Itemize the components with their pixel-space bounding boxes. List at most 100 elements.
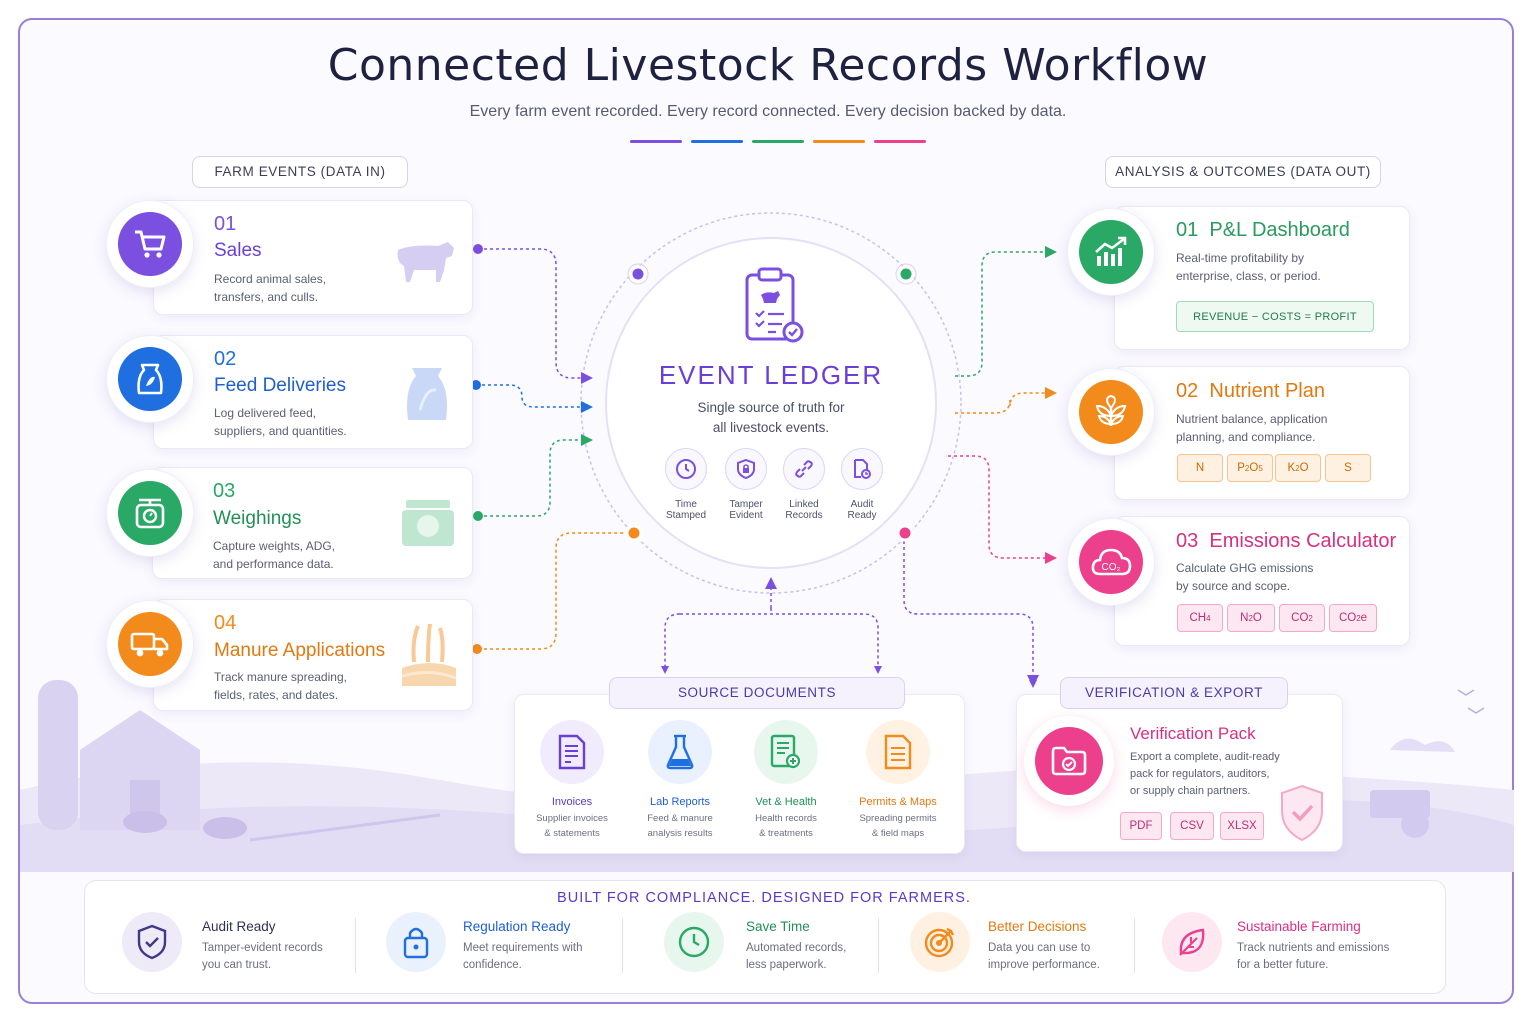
output-heading: 01 P&L Dashboard [1176, 219, 1350, 241]
divider-blue [691, 140, 743, 143]
leaf-icon [1095, 394, 1127, 426]
audit-file-icon [854, 459, 871, 479]
padlock-icon [403, 927, 429, 959]
inputs-section-label: FARM EVENTS (DATA IN) [192, 156, 408, 188]
permit-icon [884, 734, 912, 770]
page-title: Connected Livestock Records Workflow [327, 40, 1209, 91]
input-desc: Record animal sales,transfers, and culls… [214, 272, 327, 304]
divider-pink [874, 140, 926, 143]
pl-icon-badge [1067, 208, 1155, 296]
divider-green [752, 140, 804, 143]
doc-invoices[interactable]: Invoices Supplier invoices& statements [524, 720, 620, 841]
input-desc: Track manure spreading,fields, rates, an… [214, 670, 347, 702]
clipboard-icon [745, 267, 804, 343]
output-heading: 03 Emissions Calculator [1176, 530, 1397, 552]
nutrient-icon-badge [1067, 368, 1155, 456]
clock-icon [678, 926, 710, 958]
chart-up-icon [1095, 236, 1127, 266]
benefits-bar [84, 880, 1446, 994]
benefit-title: Sustainable Farming [1237, 919, 1361, 934]
divider-orange [813, 140, 865, 143]
format-chip-xlsx[interactable]: XLSX [1220, 812, 1264, 840]
input-number: 02 [214, 348, 237, 370]
leaf-icon [1179, 928, 1205, 956]
source-docs-label: SOURCE DOCUMENTS [609, 677, 905, 709]
flask-icon [666, 734, 694, 770]
invoice-icon [558, 734, 586, 770]
feed-icon-badge [106, 335, 194, 423]
folder-check-icon [1051, 746, 1087, 776]
sales-icon-badge [106, 200, 194, 288]
benefit-title: Save Time [746, 919, 810, 934]
input-title: Sales [214, 240, 262, 261]
input-desc: Capture weights, ADG,and performance dat… [213, 539, 336, 571]
benefit-divider [1134, 918, 1135, 973]
verification-title: Verification Pack [1130, 724, 1256, 743]
truck-icon [130, 632, 169, 657]
benefit-divider [878, 918, 879, 973]
input-number: 01 [214, 213, 237, 235]
shield-check-watermark-icon [1281, 784, 1323, 842]
format-chip-pdf[interactable]: PDF [1120, 812, 1162, 840]
doc-vet-health[interactable]: Vet & Health Health records& treatments [738, 720, 834, 841]
benefit-divider [622, 918, 623, 973]
target-icon [924, 927, 955, 958]
ledger-title: EVENT LEDGER [658, 360, 884, 390]
format-chip-csv[interactable]: CSV [1170, 812, 1214, 840]
svg-text:CO₂: CO₂ [1102, 562, 1121, 573]
weighings-icon-badge [106, 469, 194, 557]
output-heading: 02 Nutrient Plan [1176, 380, 1325, 402]
scale-icon [135, 498, 165, 529]
benefit-desc: Automated records,less paperwork. [746, 942, 847, 971]
benefits-headline: BUILT FOR COMPLIANCE. DESIGNED FOR FARME… [557, 890, 971, 906]
input-desc: Log delivered feed,suppliers, and quanti… [214, 406, 347, 438]
regulation-ready-badge [386, 912, 446, 972]
page-subtitle: Every farm event recorded. Every record … [469, 103, 1067, 120]
link-icon [795, 460, 813, 478]
benefit-divider [355, 918, 356, 973]
benefit-title: Regulation Ready [463, 919, 571, 934]
doc-permits-maps[interactable]: Permits & Maps Spreading permits& field … [850, 720, 946, 841]
nutrient-chip-s: S [1325, 454, 1371, 482]
co2-cloud-icon: CO₂ [1091, 548, 1132, 576]
feed-sack-illustration [407, 368, 447, 420]
clock-icon [676, 459, 696, 479]
weighing-scale-illustration [402, 500, 454, 546]
manure-icon-badge [106, 600, 194, 688]
divider-purple [630, 140, 682, 143]
shield-check-icon [137, 924, 167, 960]
verification-icon-badge [1024, 716, 1114, 806]
input-title: Manure Applications [214, 640, 386, 661]
input-title: Weighings [213, 508, 302, 529]
health-record-icon [770, 734, 801, 769]
better-decisions-badge [910, 912, 970, 972]
wheat-field-illustration [401, 623, 457, 686]
shield-lock-icon [737, 458, 755, 480]
feed-bag-icon [137, 363, 163, 395]
input-card-manure-applications[interactable] [153, 599, 473, 711]
cow-icon [397, 242, 454, 282]
nutrient-chip-n: N [1177, 454, 1223, 482]
sustainable-farming-badge [1162, 912, 1222, 972]
audit-ready-badge [122, 912, 182, 972]
save-time-badge [664, 912, 724, 972]
